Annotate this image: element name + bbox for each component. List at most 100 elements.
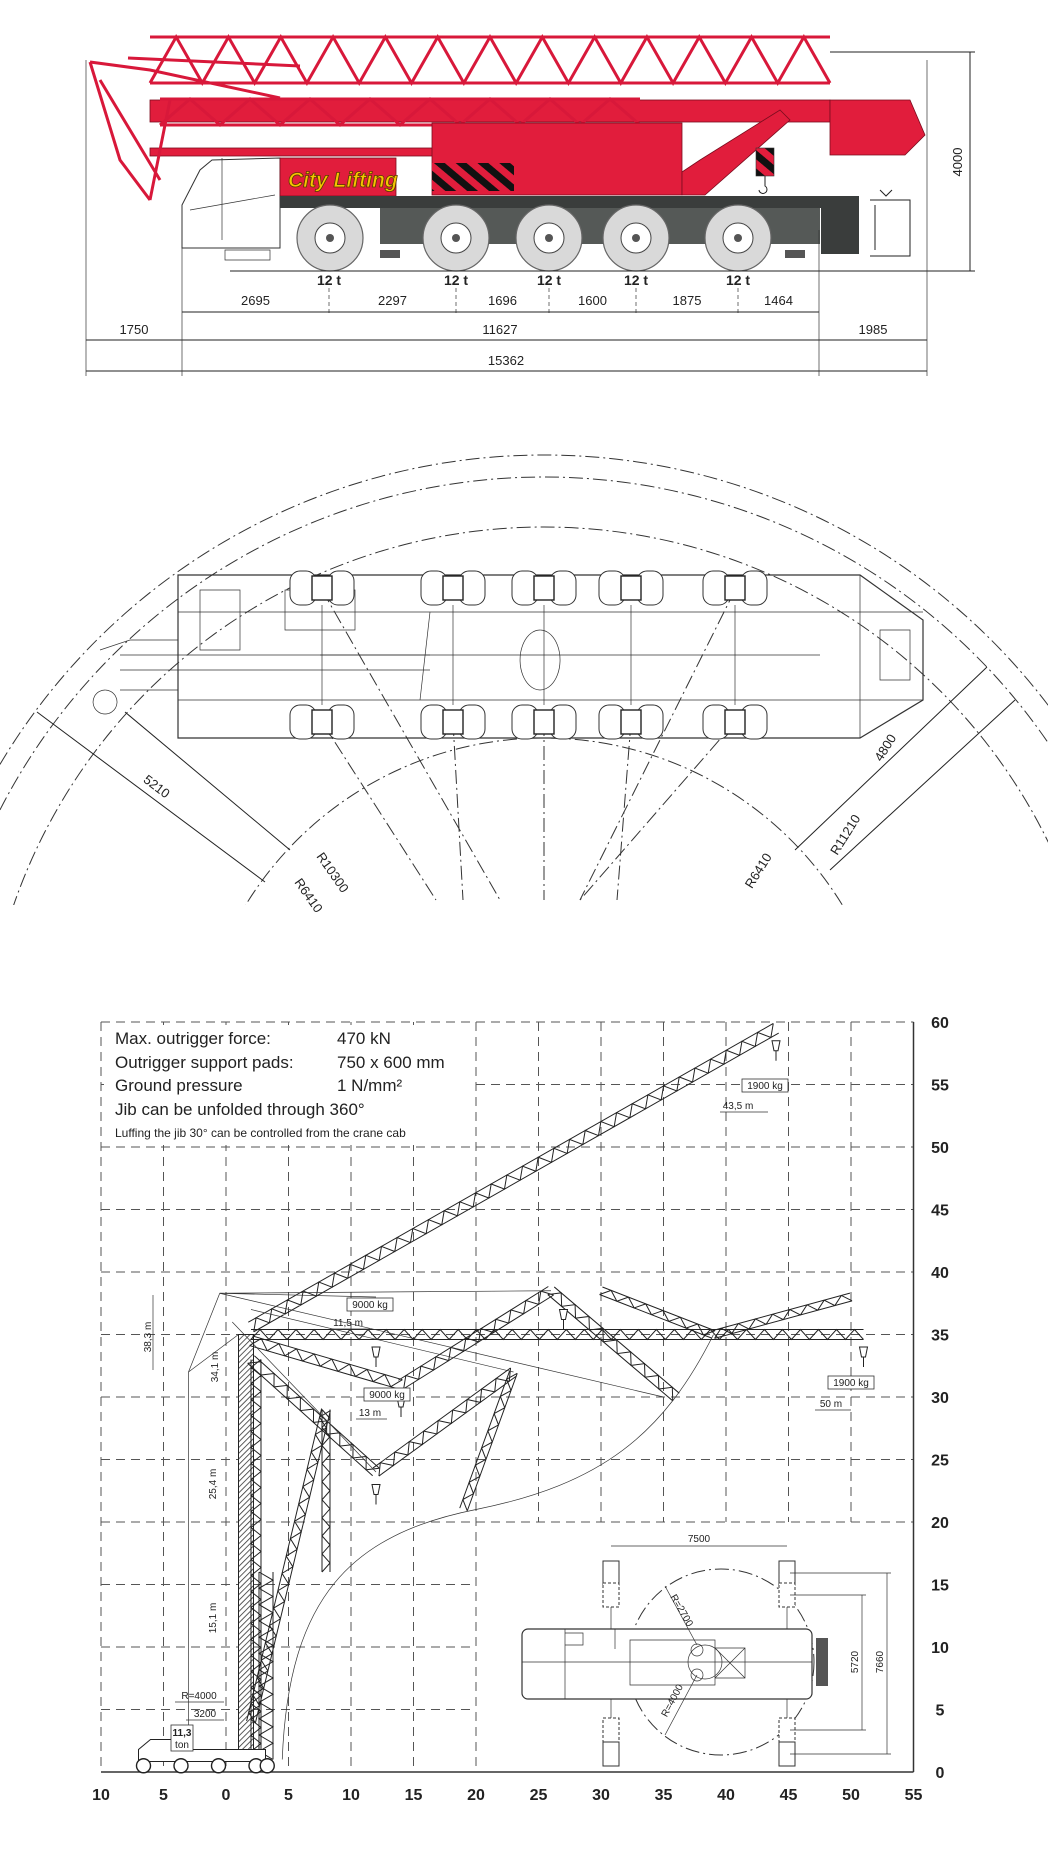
label-box [346, 1297, 394, 1312]
wheelbase-dim: 1600 [578, 293, 607, 308]
radius-line [664, 1585, 698, 1646]
y-tick-label: 45 [931, 1203, 949, 1220]
spec-label: Outrigger support pads: [115, 1053, 294, 1072]
label-box [363, 1387, 411, 1402]
x-tick-label: 35 [655, 1787, 673, 1804]
wheelbase-dim: 1696 [488, 293, 517, 308]
slewing-radius-arc [13, 526, 1048, 905]
radius-1: 11,5 m [333, 1318, 363, 1329]
axle-load: 12 t [444, 272, 468, 288]
note-small: Luffing the jib 30° can be controlled fr… [115, 1126, 406, 1140]
height-2: 34,1 m [210, 1352, 221, 1383]
mini-wheel [135, 1758, 152, 1774]
y-tick-label: 10 [931, 1640, 949, 1657]
hook-block [858, 1346, 869, 1358]
top-view: 5210 R10300 R6410 4800 R11210 R6410 [0, 454, 1048, 915]
ballast-weight: 11,3 [173, 1728, 192, 1739]
hook-block [371, 1346, 381, 1358]
chassis-details [120, 575, 923, 738]
jib-position [246, 1408, 331, 1724]
x-tick-label: 15 [405, 1787, 423, 1804]
rear-counterweight [821, 196, 859, 254]
city-lifting-logo: City Lifting [288, 169, 398, 192]
total-length: 15362 [488, 353, 524, 368]
carrier-outline [521, 1628, 813, 1700]
axle-hub [724, 575, 746, 601]
radius-horizontal: 50 m [820, 1399, 842, 1410]
slewing-ring [687, 1644, 723, 1680]
cable [219, 1292, 377, 1298]
outrigger-pad [785, 250, 805, 258]
cable [231, 1321, 377, 1473]
turning-line [579, 721, 736, 901]
x-tick-label: 5 [284, 1787, 293, 1804]
carrier-details [522, 1629, 812, 1699]
x-tick-label: 50 [842, 1787, 860, 1804]
wheel-hub [632, 234, 640, 242]
mini-wheel [210, 1758, 227, 1774]
tower-lattice [250, 1359, 262, 1760]
wheel-turning-lines [321, 589, 736, 901]
jib-position [249, 1335, 403, 1390]
left-radius-inner-label: R6410 [292, 875, 326, 915]
y-tick-label: 30 [931, 1390, 949, 1407]
radius-top: 43,5 m [723, 1101, 754, 1112]
spec-value: 750 x 600 mm [337, 1053, 445, 1072]
right-radius-outer-label: R11210 [827, 812, 863, 858]
spec-box [104, 1025, 474, 1145]
width-outer: 7660 [875, 1650, 886, 1673]
rear-ballast [816, 1638, 828, 1686]
wheel-hub [452, 234, 460, 242]
drive-shaft [320, 629, 820, 691]
axle-hub [533, 709, 555, 735]
hook-block [771, 1040, 781, 1052]
folded-jib [88, 56, 301, 201]
hook-icon [758, 176, 768, 194]
jib-position [250, 1328, 864, 1341]
outrigger-pad [602, 1560, 620, 1586]
boom-head [829, 99, 926, 156]
jib-position [247, 1355, 380, 1477]
cable [219, 1290, 552, 1294]
outrigger-pad [602, 1717, 620, 1743]
outrigger-pad [602, 1741, 620, 1767]
x-tick-label: 55 [905, 1787, 923, 1804]
grid [100, 1021, 915, 1773]
cab-lines [189, 158, 276, 261]
load-top: 1900 kg [747, 1081, 783, 1092]
pivot [690, 1643, 704, 1657]
main-boom [149, 99, 831, 123]
y-tick-label: 60 [931, 1015, 949, 1032]
axle-load: 12 t [726, 272, 750, 288]
mini-wheel [259, 1758, 275, 1774]
left-radius-line [124, 711, 291, 851]
radius-small: R=2700 [668, 1593, 695, 1629]
cable [188, 1293, 221, 1373]
x-tick-label: 20 [467, 1787, 485, 1804]
jib-position [599, 1286, 716, 1339]
top-wheels [289, 570, 768, 740]
x-tick-label: 10 [92, 1787, 110, 1804]
right-offset-label: 4800 [871, 731, 899, 763]
left-offset-label: 5210 [141, 772, 173, 801]
axle-hub [311, 575, 333, 601]
y-tick-label: 55 [931, 1078, 949, 1095]
ballast-unit: ton [175, 1740, 189, 1751]
x-tick-label: 5 [159, 1787, 168, 1804]
x-tick-label: 25 [530, 1787, 548, 1804]
cab-body [279, 157, 397, 197]
load-horizontal: 1900 kg [833, 1378, 869, 1389]
turning-line [321, 721, 437, 901]
axle-hub [442, 709, 464, 735]
wheelbase-dim: 1875 [673, 293, 702, 308]
axle-hub [533, 575, 555, 601]
pivot [690, 1668, 704, 1682]
load-2: 9000 kg [369, 1390, 405, 1401]
axle-hub [620, 709, 642, 735]
luffing-cylinder [681, 109, 791, 196]
note-large: Jib can be unfolded through 360° [115, 1100, 365, 1119]
wheelbase-dim: 1464 [764, 293, 793, 308]
